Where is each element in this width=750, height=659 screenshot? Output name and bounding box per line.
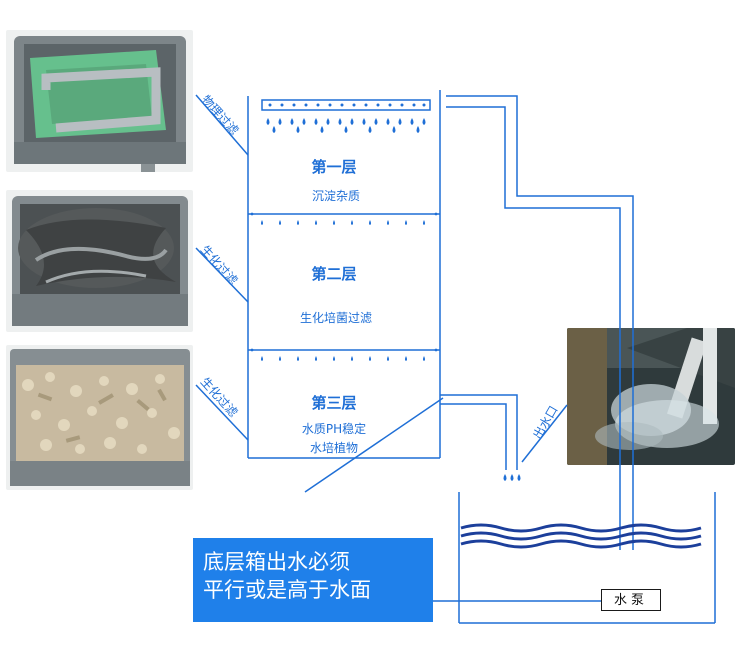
layer-2-title: 第二层 <box>311 265 356 283</box>
water-outlet-photo <box>567 328 735 465</box>
outlet-leader <box>521 404 568 463</box>
inlet-pipe-outer <box>446 95 634 550</box>
connector-line-2 <box>195 247 249 303</box>
wave-icon <box>460 523 702 549</box>
water-drop-icon <box>261 118 521 481</box>
filter-box-photo-bio-mat <box>6 190 193 332</box>
layer-1-desc: 沉淀杂质 <box>312 189 360 203</box>
inlet-pipe-inner <box>446 106 621 550</box>
layer-3-title: 第三层 <box>311 394 356 412</box>
connector-line-3 <box>195 384 249 441</box>
shelf-dots <box>250 212 438 352</box>
filter-box-photo-physical <box>6 30 193 172</box>
layer-3-desc-line2: 水培植物 <box>310 440 358 455</box>
connector-line-1 <box>195 94 249 156</box>
pump-label: 水泵 <box>601 589 661 611</box>
layer-2-desc: 生化培菌过滤 <box>300 310 372 325</box>
layer-1-title: 第一层 <box>311 158 356 176</box>
outlet-pipe-bottom <box>440 403 507 470</box>
label-physical-filter: 物理过滤 <box>199 93 242 138</box>
label-outlet: 出水口 <box>530 403 560 441</box>
note-line-1: 底层箱出水必须 <box>203 550 350 574</box>
outlet-pipe-top <box>440 394 518 470</box>
layer-3-desc-line1: 水质PH稳定 <box>302 421 366 436</box>
note-line-2: 平行或是高于水面 <box>203 578 371 602</box>
label-bio-filter-2: 生化过滤 <box>198 375 241 420</box>
note-box: 底层箱出水必须 平行或是高于水面 <box>193 538 433 622</box>
spray-pipe-icon <box>261 99 431 111</box>
water-level-leader <box>304 397 444 493</box>
label-bio-filter-1: 生化过滤 <box>198 243 241 288</box>
filter-box-photo-bio-media <box>6 345 193 490</box>
